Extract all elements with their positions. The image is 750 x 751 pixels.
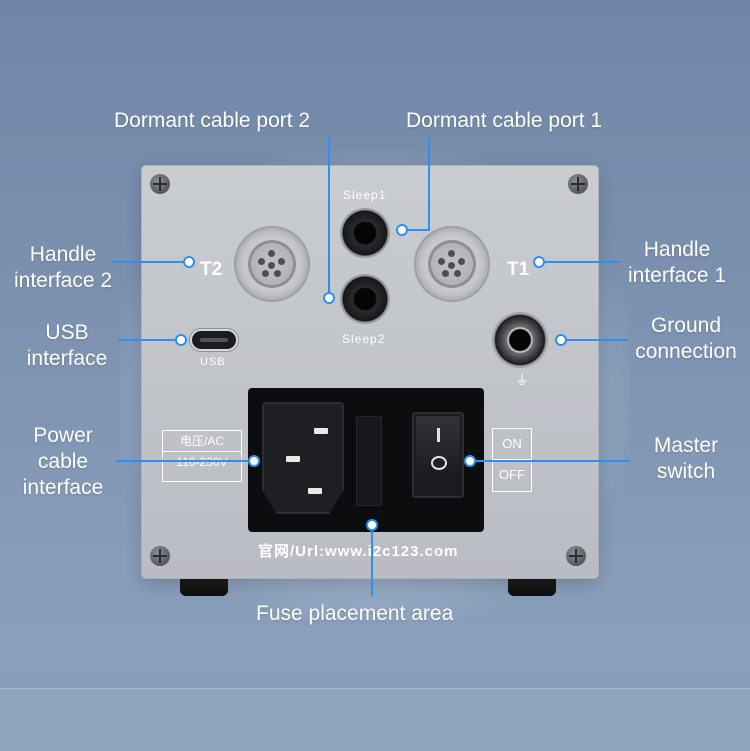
- leader-dormant-1: [404, 138, 430, 231]
- marker-dormant-1: [396, 224, 408, 236]
- switch-off-mark: [431, 456, 447, 470]
- callout-usb-interface: USB interface: [26, 321, 108, 370]
- marker-handle-1: [533, 256, 545, 268]
- switch-on-mark: [437, 428, 440, 442]
- sleep2-label: Sleep2: [342, 332, 386, 346]
- off-label: OFF: [493, 459, 531, 490]
- marker-dormant-2: [323, 292, 335, 304]
- callout-fuse-placement-area: Fuse placement area: [256, 602, 454, 625]
- sleep-port-1: [340, 208, 390, 258]
- callout-master-switch: Master switch: [653, 434, 719, 483]
- master-rocker-switch: [412, 412, 464, 498]
- marker-fuse: [366, 519, 378, 531]
- usb-c-port: [192, 331, 236, 349]
- usb-label: USB: [200, 356, 226, 368]
- website-url: 官网/Url:www.i2c123.com: [258, 543, 459, 560]
- voltage-head: 电压/AC: [179, 434, 224, 448]
- t1-label: T1: [507, 259, 530, 280]
- callout-dormant-port-1: Dormant cable port 1: [406, 109, 603, 132]
- t2-label: T2: [200, 259, 223, 280]
- callout-power-cable-interface: Power cable interface: [22, 424, 104, 499]
- callout-handle-interface-2: Handle interface 2: [13, 243, 113, 292]
- marker-handle-2: [183, 256, 195, 268]
- handle-connector-t2: [234, 226, 310, 302]
- fuse-holder: [356, 416, 382, 506]
- screw-top-left: [150, 174, 170, 194]
- ground-jack: [492, 312, 548, 368]
- sleep-port-2: [340, 274, 390, 324]
- table-surface: [0, 688, 750, 751]
- handle-connector-t1: [414, 226, 490, 302]
- screw-top-right: [568, 174, 588, 194]
- device-foot-left: [180, 574, 228, 596]
- callout-dormant-port-2: Dormant cable port 2: [114, 109, 311, 132]
- sleep1-label: Sleep1: [343, 188, 387, 202]
- marker-ground: [555, 334, 567, 346]
- marker-master: [464, 455, 476, 467]
- marker-usb: [175, 334, 187, 346]
- marker-power: [248, 455, 260, 467]
- screw-bottom-left: [150, 546, 170, 566]
- ground-symbol-icon: ⏚: [515, 372, 530, 388]
- on-label: ON: [502, 436, 522, 451]
- power-socket: [262, 402, 344, 514]
- callout-ground-connection: Ground connection: [635, 314, 737, 363]
- voltage-label-box: 电压/AC 110-230V: [162, 430, 242, 482]
- power-switch-module: [248, 388, 484, 532]
- callout-handle-interface-1: Handle interface 1: [627, 238, 727, 287]
- screw-bottom-right: [566, 546, 586, 566]
- device-foot-right: [508, 574, 556, 596]
